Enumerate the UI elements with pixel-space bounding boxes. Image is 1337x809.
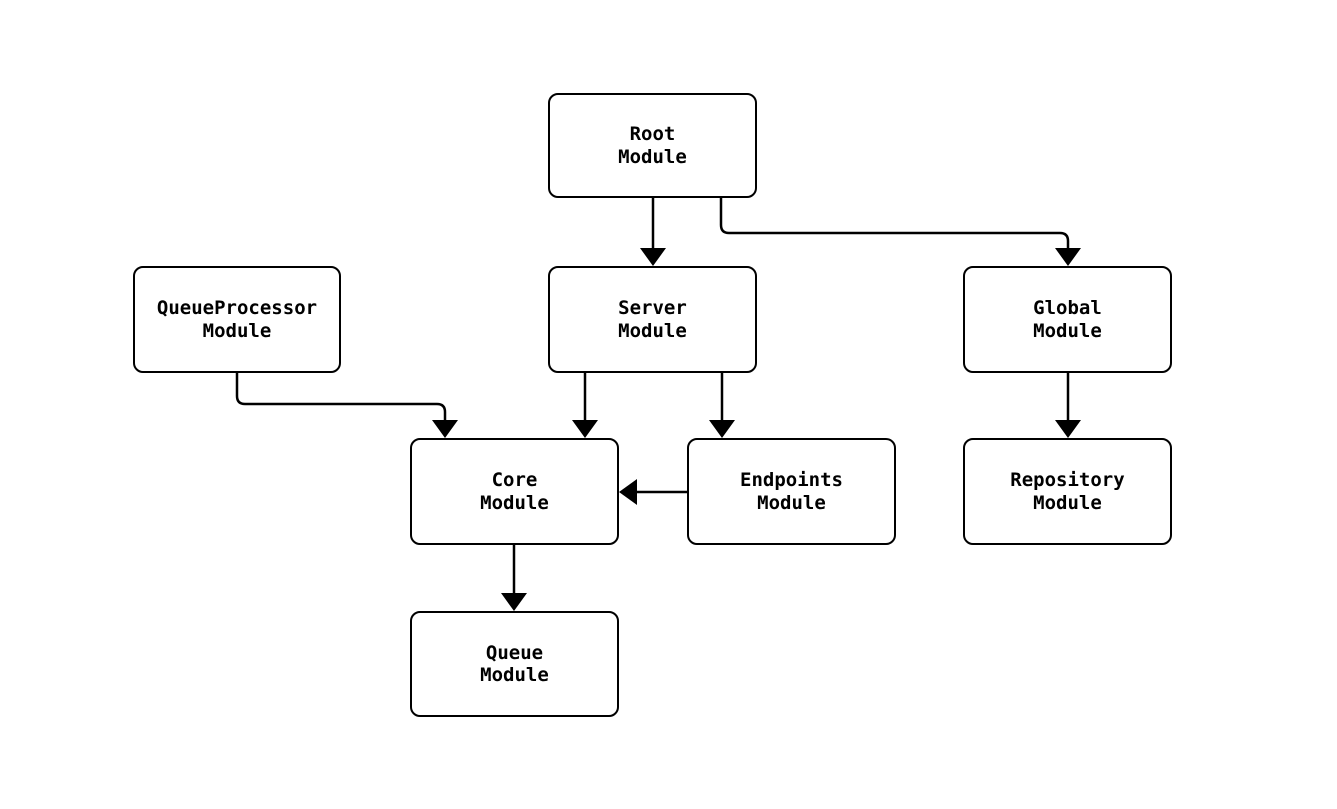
node-label: Repository Module xyxy=(1010,469,1125,514)
node-label: Endpoints Module xyxy=(740,469,843,514)
edge-root-to-global xyxy=(719,198,1081,266)
node-label: Core Module xyxy=(480,469,549,514)
edge-queueprocessor-to-core xyxy=(235,373,458,438)
node-label: Root Module xyxy=(618,123,687,168)
node-queue-module: Queue Module xyxy=(410,611,619,717)
edge-root-to-server xyxy=(640,198,666,266)
node-repository-module: Repository Module xyxy=(963,438,1172,545)
node-label: Server Module xyxy=(618,297,687,342)
node-global-module: Global Module xyxy=(963,266,1172,373)
edge-global-to-repository xyxy=(1055,373,1081,438)
node-server-module: Server Module xyxy=(548,266,757,373)
node-core-module: Core Module xyxy=(410,438,619,545)
node-queueprocessor-module: QueueProcessor Module xyxy=(133,266,341,373)
node-label: Global Module xyxy=(1033,297,1102,342)
edge-server-to-core xyxy=(572,373,598,438)
node-endpoints-module: Endpoints Module xyxy=(687,438,896,545)
edge-endpoints-to-core xyxy=(619,479,687,505)
edge-core-to-queue xyxy=(501,545,527,611)
edge-server-to-endpoints xyxy=(709,373,735,438)
node-label: Queue Module xyxy=(480,641,549,686)
node-root-module: Root Module xyxy=(548,93,757,198)
node-label: QueueProcessor Module xyxy=(156,297,318,342)
